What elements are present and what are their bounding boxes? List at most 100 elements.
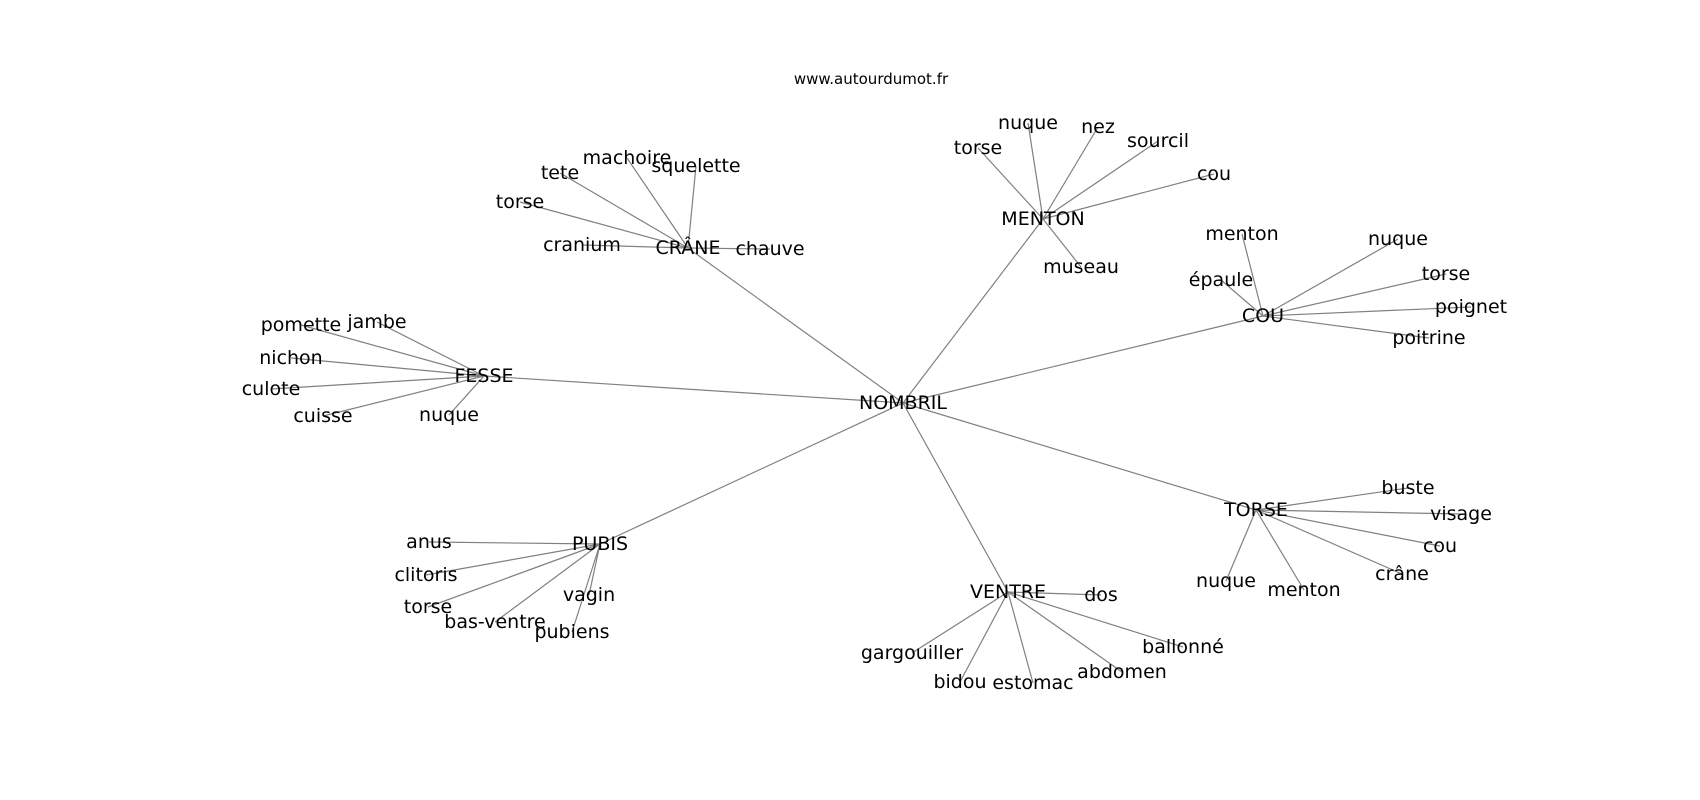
leaf-node-label[interactable]: dos — [1084, 584, 1118, 606]
leaf-node-label[interactable]: bas-ventre — [444, 611, 545, 633]
edge-center-to-hub — [902, 402, 1009, 593]
leaf-node-label[interactable]: bidou — [933, 671, 986, 693]
edge-hub-to-leaf — [687, 165, 697, 249]
edge-center-to-hub — [599, 402, 904, 545]
edge-hub-to-leaf — [270, 375, 485, 390]
edge-hub-to-leaf — [290, 357, 485, 377]
leaf-node-label[interactable]: nuque — [419, 404, 479, 426]
edge-hub-to-leaf — [581, 244, 689, 249]
leaf-node-label[interactable]: jambe — [346, 311, 406, 333]
leaf-node-label[interactable]: cou — [1423, 535, 1457, 557]
edge-hub-to-leaf — [519, 201, 689, 249]
leaf-node-label[interactable]: clitoris — [394, 564, 457, 586]
edge-hub-to-leaf — [977, 147, 1044, 220]
leaf-node-label[interactable]: poignet — [1435, 296, 1507, 318]
leaf-node-label[interactable]: museau — [1043, 256, 1119, 278]
edge-hub-to-leaf — [1007, 591, 1102, 596]
hub-node-label[interactable]: VENTRE — [970, 581, 1046, 603]
edge-hub-to-leaf — [376, 321, 485, 377]
edge-hub-to-leaf — [1042, 173, 1215, 220]
leaf-node-label[interactable]: visage — [1430, 503, 1492, 525]
leaf-node-label[interactable]: machoire — [583, 147, 672, 169]
edge-hub-to-leaf — [1255, 509, 1462, 515]
edge-hub-to-leaf — [1262, 315, 1430, 339]
edge-hub-to-leaf — [571, 543, 601, 633]
leaf-node-label[interactable]: torse — [404, 596, 452, 618]
hub-node-label[interactable]: MENTON — [1001, 208, 1084, 230]
edge-hub-to-leaf — [1255, 509, 1441, 547]
leaf-node-label[interactable]: nez — [1081, 116, 1115, 138]
leaf-node-label[interactable]: estomac — [992, 672, 1073, 694]
hub-node-label[interactable]: CRÂNE — [656, 236, 721, 259]
edge-hub-to-leaf — [1255, 509, 1403, 575]
edge-hub-to-leaf — [1220, 279, 1264, 317]
leaf-node-label[interactable]: vagin — [563, 584, 615, 606]
edge-hub-to-leaf — [1027, 122, 1044, 220]
leaf-node-label[interactable]: nuque — [1368, 228, 1428, 250]
edge-hub-to-leaf — [494, 543, 601, 623]
edge-hub-to-leaf — [588, 543, 601, 596]
edge-hub-to-leaf — [1241, 233, 1264, 317]
edge-hub-to-leaf — [425, 543, 601, 576]
leaf-node-label[interactable]: épaule — [1189, 269, 1253, 291]
leaf-node-label[interactable]: crâne — [1375, 563, 1429, 585]
edge-hub-to-leaf — [1042, 218, 1082, 268]
edge-hub-to-leaf — [911, 591, 1009, 654]
edge-hub-to-leaf — [1007, 591, 1184, 648]
hub-node-label[interactable]: PUBIS — [572, 533, 628, 555]
leaf-node-label[interactable]: cou — [1197, 163, 1231, 185]
leaf-node-label[interactable]: torse — [954, 137, 1002, 159]
source-url: www.autourdumot.fr — [793, 70, 949, 88]
edge-hub-to-leaf — [322, 375, 485, 417]
hub-node-label[interactable]: COU — [1242, 305, 1284, 327]
leaf-node-label[interactable]: pomette — [261, 314, 341, 336]
leaf-node-label[interactable]: gargouiller — [861, 642, 963, 664]
leaf-node-label[interactable]: sourcil — [1127, 130, 1189, 152]
leaf-node-label[interactable]: chauve — [735, 238, 804, 260]
edge-hub-to-leaf — [300, 324, 485, 377]
leaf-node-label[interactable]: menton — [1267, 579, 1340, 601]
edge-center-to-hub — [687, 247, 904, 404]
leaf-node-label[interactable]: cranium — [543, 234, 621, 256]
edge-center-to-hub — [902, 218, 1044, 404]
edge-hub-to-leaf — [1255, 487, 1409, 511]
leaf-node-label[interactable]: nuque — [1196, 570, 1256, 592]
leaf-node-label[interactable]: anus — [406, 531, 452, 553]
leaf-node-label[interactable]: cuisse — [293, 405, 352, 427]
edge-hub-to-leaf — [559, 172, 689, 249]
edge-hub-to-leaf — [1262, 306, 1472, 317]
edge-hub-to-leaf — [1042, 140, 1159, 220]
leaf-node-label[interactable]: torse — [1422, 263, 1470, 285]
edge-hub-to-leaf — [1042, 126, 1099, 220]
center-node-label[interactable]: NOMBRIL — [859, 392, 947, 414]
leaf-node-label[interactable]: nichon — [259, 347, 322, 369]
leaf-node-label[interactable]: abdomen — [1077, 661, 1167, 683]
leaf-node-label[interactable]: torse — [496, 191, 544, 213]
edge-hub-to-leaf — [959, 591, 1009, 683]
leaf-node-label[interactable]: buste — [1381, 477, 1434, 499]
leaf-node-label[interactable]: squelette — [651, 155, 740, 177]
edge-hub-to-leaf — [1255, 509, 1305, 591]
edge-hub-to-leaf — [687, 247, 771, 250]
edge-center-to-hub — [483, 375, 904, 404]
leaf-node-label[interactable]: menton — [1205, 223, 1278, 245]
edge-hub-to-leaf — [448, 375, 485, 416]
leaf-node-label[interactable]: ballonné — [1142, 636, 1224, 658]
graph-edges — [270, 122, 1472, 684]
leaf-node-label[interactable]: poitrine — [1392, 327, 1465, 349]
edge-hub-to-leaf — [1225, 509, 1257, 582]
leaf-node-label[interactable]: culote — [242, 378, 301, 400]
edge-hub-to-leaf — [626, 157, 689, 249]
edge-center-to-hub — [902, 315, 1264, 404]
edge-hub-to-leaf — [1007, 591, 1123, 673]
leaf-node-label[interactable]: pubiens — [534, 621, 609, 643]
hub-node-label[interactable]: TORSE — [1223, 499, 1288, 521]
edge-hub-to-leaf — [428, 541, 601, 545]
leaf-node-label[interactable]: tete — [541, 162, 579, 184]
leaf-node-label[interactable]: nuque — [998, 112, 1058, 134]
hub-node-label[interactable]: FESSE — [454, 365, 513, 387]
edge-hub-to-leaf — [427, 543, 601, 608]
edge-hub-to-leaf — [1262, 238, 1399, 317]
